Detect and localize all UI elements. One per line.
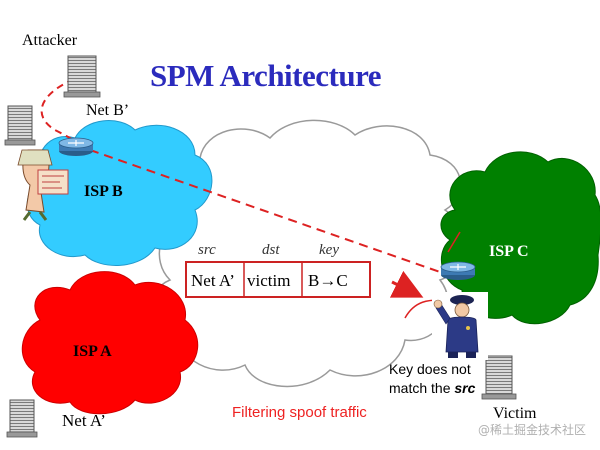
net-b-label: Net B’ xyxy=(86,102,130,119)
net-a-server-icon xyxy=(6,399,38,438)
packet-cell-src: Net A’ xyxy=(191,271,235,290)
router-isp-c-icon xyxy=(440,261,476,280)
filter-note: Key does not match the src xyxy=(389,360,475,398)
isp-c-label: ISP C xyxy=(489,243,529,260)
net-a-label: Net A’ xyxy=(62,411,106,430)
isp-a-label: ISP A xyxy=(73,343,112,360)
filter-note-emphasis: src xyxy=(454,380,476,396)
packet-header-dst: dst xyxy=(262,242,280,258)
filter-caption: Filtering spoof traffic xyxy=(232,404,367,421)
attacker-server-icon xyxy=(63,55,101,98)
packet-cell-dst: victim xyxy=(247,271,291,290)
filter-note-prefix: match the xyxy=(389,380,455,396)
net-b-server-icon xyxy=(4,105,36,146)
packet-header-key: key xyxy=(319,242,339,258)
marking-agent-icon xyxy=(17,149,69,221)
isp-b-label: ISP B xyxy=(84,183,123,200)
filter-note-line1: Key does not xyxy=(389,361,471,377)
policeman-icon xyxy=(432,292,488,360)
attacker-label: Attacker xyxy=(22,32,78,49)
filter-note-line2: match the src xyxy=(389,379,475,398)
packet-header-src: src xyxy=(198,242,216,258)
page-title: SPM Architecture xyxy=(150,58,382,93)
victim-server-icon xyxy=(481,355,517,400)
packet-cell-key: B→C xyxy=(308,271,348,290)
watermark: @稀土掘金技术社区 xyxy=(477,423,586,437)
isp-b-cloud xyxy=(26,120,213,266)
isp-a-cloud xyxy=(21,271,199,415)
router-isp-b-icon xyxy=(58,137,94,156)
victim-label: Victim xyxy=(493,405,537,422)
packet-table xyxy=(185,261,371,298)
